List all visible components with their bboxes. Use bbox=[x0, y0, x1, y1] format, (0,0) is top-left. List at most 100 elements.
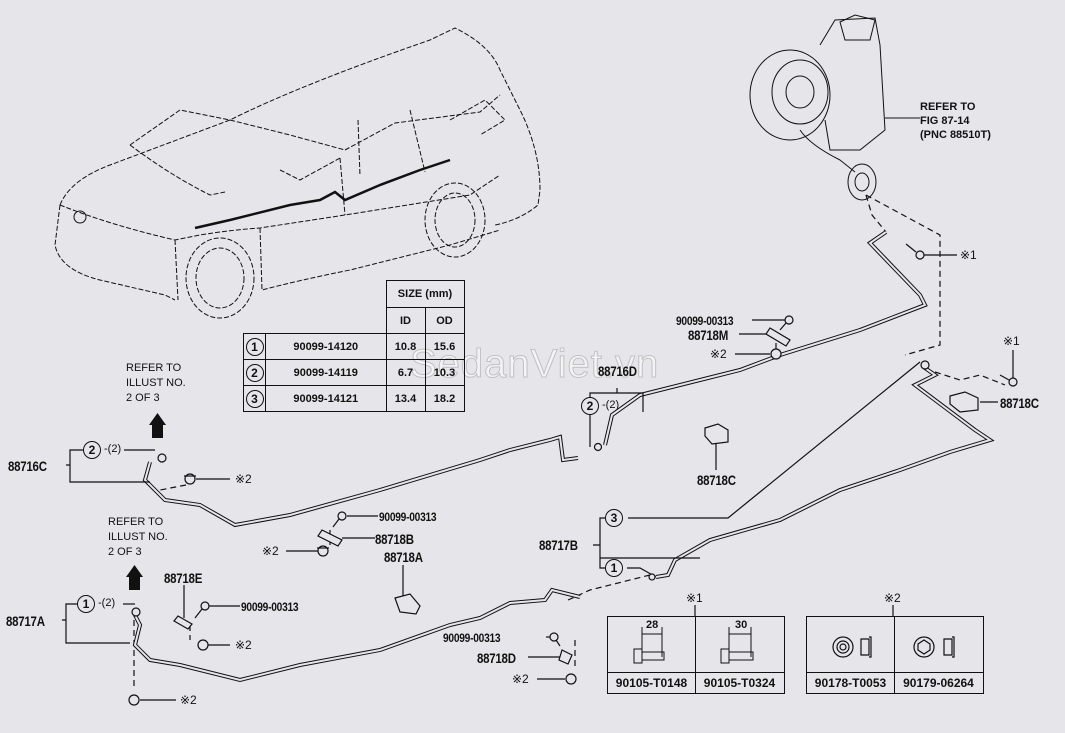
part-label-88716D[interactable]: 88716D bbox=[598, 363, 637, 379]
bolt-icon bbox=[332, 511, 347, 528]
clip-icon bbox=[765, 327, 791, 347]
part-label-88718D[interactable]: 88718D bbox=[477, 650, 516, 666]
part-label-bolt-M[interactable]: 90099-00313 bbox=[676, 314, 734, 328]
bolt-icon bbox=[779, 315, 794, 331]
size-header: SIZE (mm) bbox=[385, 280, 465, 308]
bolt-icon bbox=[549, 632, 561, 647]
row-od: 10.3 bbox=[424, 359, 465, 386]
nut-part-number[interactable]: 90179-06264 bbox=[894, 672, 983, 693]
bolt-dim: 28 bbox=[646, 619, 659, 631]
callout-88716D-qty: -(2) bbox=[602, 399, 620, 411]
part-label-88718B[interactable]: 88718B bbox=[375, 531, 414, 547]
illust-ref-upper-line3: 2 OF 3 bbox=[126, 392, 160, 404]
fastener-icons bbox=[128, 243, 1018, 706]
blower-ref-line1: REFER TO bbox=[920, 101, 976, 113]
row-part: 90099-14120 bbox=[265, 333, 387, 360]
note-1: ※1 bbox=[960, 248, 977, 262]
table-row: 1 90099-14120 10.8 15.6 bbox=[243, 333, 465, 360]
callout-88716D-num: 2 bbox=[581, 397, 599, 415]
row-od: 15.6 bbox=[424, 333, 465, 360]
arrow-up-icon bbox=[149, 413, 166, 438]
pipe-fitting-icon bbox=[131, 607, 141, 617]
vehicle-wheels bbox=[185, 182, 486, 319]
blower-ref-line2: FIG 87-14 bbox=[920, 115, 970, 127]
nut-cell: 90179-06264 bbox=[894, 617, 983, 693]
note-2: ※2 bbox=[262, 544, 279, 558]
note-1: ※1 bbox=[1003, 334, 1020, 348]
callout-88716C-num: 2 bbox=[83, 441, 101, 459]
pipe-fitting-icon bbox=[593, 442, 603, 452]
row-od: 18.2 bbox=[424, 385, 465, 412]
bolt-icon bbox=[905, 243, 925, 260]
bolt-cell: 28 90105-T0148 bbox=[608, 617, 696, 693]
bolt-part-number[interactable]: 90105-T0324 bbox=[695, 672, 784, 693]
bolt-cell: 30 90105-T0324 bbox=[695, 617, 784, 693]
part-label-88716C[interactable]: 88716C bbox=[8, 458, 47, 474]
row-part: 90099-14121 bbox=[265, 385, 387, 412]
part-label-88717B[interactable]: 88717B bbox=[539, 537, 578, 553]
bracket-icon bbox=[949, 391, 979, 413]
part-label-bolt-B[interactable]: 90099-00313 bbox=[379, 510, 437, 524]
clip-icon bbox=[173, 615, 193, 630]
row-id: 6.7 bbox=[385, 359, 426, 386]
nut-part-number[interactable]: 90178-T0053 bbox=[807, 672, 894, 693]
nut-icon bbox=[317, 545, 329, 557]
bolt-icon bbox=[720, 627, 754, 664]
illust-ref-upper-line2: ILLUST NO. bbox=[126, 377, 186, 389]
note-2: ※2 bbox=[235, 638, 252, 652]
nut-icon bbox=[128, 694, 140, 706]
bolt-icon bbox=[633, 627, 665, 664]
part-label-88718A[interactable]: 88718A bbox=[384, 549, 423, 565]
nut-icon bbox=[913, 636, 955, 658]
part-label-88718C-right[interactable]: 88718C bbox=[1000, 395, 1039, 411]
row-part: 90099-14119 bbox=[265, 359, 387, 386]
table-row: 2 90099-14119 6.7 10.3 bbox=[243, 359, 465, 386]
col-id: ID bbox=[385, 307, 426, 334]
nut-box: 90178-T0053 90179-06264 bbox=[806, 616, 984, 694]
table-row: 3 90099-14121 13.4 18.2 bbox=[243, 385, 465, 412]
clip-icon bbox=[317, 529, 343, 547]
vehicle-pipe-route bbox=[73, 158, 451, 230]
part-label-88718M[interactable]: 88718M bbox=[688, 327, 729, 343]
bolt-part-number[interactable]: 90105-T0148 bbox=[608, 672, 695, 693]
callout-88717B-bot-num: 1 bbox=[605, 559, 623, 577]
pipe-fitting-icon bbox=[920, 360, 930, 370]
part-label-88718C-mid[interactable]: 88718C bbox=[697, 472, 736, 488]
bolt-box-title: ※1 bbox=[686, 591, 703, 605]
bolt-icon bbox=[194, 601, 210, 619]
part-label-bolt-D[interactable]: 90099-00313 bbox=[443, 631, 501, 645]
nut-cell: 90178-T0053 bbox=[807, 617, 895, 693]
pipe-fitting-icon bbox=[648, 573, 656, 581]
pipe-fitting-icon bbox=[157, 453, 167, 463]
col-od: OD bbox=[424, 307, 465, 334]
nut-icon bbox=[184, 473, 196, 485]
illust-ref-lower-line3: 2 OF 3 bbox=[108, 546, 142, 558]
note-2: ※2 bbox=[180, 693, 197, 707]
arrow-up-icon bbox=[126, 565, 143, 590]
row-id: 13.4 bbox=[385, 385, 426, 412]
clip-icon bbox=[558, 649, 573, 665]
illust-ref-upper-line1: REFER TO bbox=[126, 362, 182, 374]
row-id: 10.8 bbox=[385, 333, 426, 360]
bolt-box: 28 90105-T0148 30 90105-T0324 bbox=[607, 616, 785, 694]
vehicle-illustration bbox=[54, 27, 541, 301]
bracket-icon bbox=[394, 593, 421, 615]
part-label-bolt-E[interactable]: 90099-00313 bbox=[241, 600, 299, 614]
row-num: 3 bbox=[245, 389, 264, 408]
blower-ref-line3: (PNC 88510T) bbox=[920, 129, 991, 141]
nut-icon bbox=[832, 636, 872, 658]
part-label-88717A[interactable]: 88717A bbox=[6, 613, 45, 629]
illust-ref-lower-line1: REFER TO bbox=[108, 516, 164, 528]
callout-88717A-num: 1 bbox=[77, 595, 95, 613]
row-num: 2 bbox=[245, 363, 264, 382]
callout-88717B-top-num: 3 bbox=[605, 509, 623, 527]
note-2: ※2 bbox=[235, 472, 252, 486]
nut-box-title: ※2 bbox=[884, 591, 901, 605]
part-label-88718E[interactable]: 88718E bbox=[164, 570, 203, 586]
arrow-up-icons bbox=[126, 413, 166, 590]
rear-blower-unit bbox=[749, 14, 920, 201]
callout-88716C-qty: -(2) bbox=[104, 443, 122, 455]
bolt-dim: 30 bbox=[735, 619, 748, 631]
note-2: ※2 bbox=[512, 672, 529, 686]
